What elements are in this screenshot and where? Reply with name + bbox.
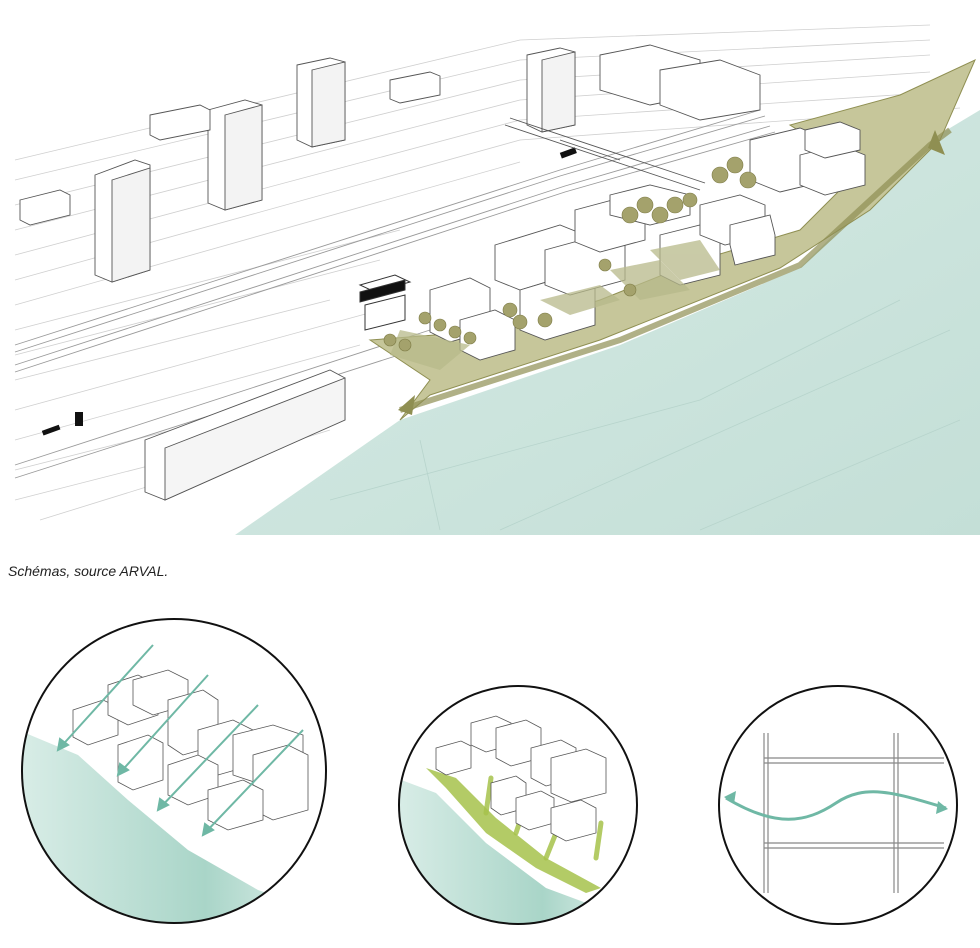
path-arrow-icon	[398, 395, 415, 415]
river-lines	[329, 299, 961, 531]
trees	[383, 156, 757, 352]
platform-marker	[559, 147, 577, 159]
railway	[14, 109, 776, 479]
tree-icon	[463, 331, 477, 345]
tree-icon	[598, 258, 612, 272]
tree-icon	[398, 338, 412, 352]
site-axonometric	[14, 24, 980, 535]
figure-caption: Schémas, source ARVAL.	[8, 563, 169, 579]
arrowhead-icon	[724, 791, 736, 804]
rail-building	[144, 369, 346, 501]
tree-icon	[621, 206, 639, 224]
tree-icon	[739, 171, 757, 189]
tree-icon	[502, 302, 518, 318]
wind-arrows	[56, 644, 304, 837]
tree-icon	[623, 283, 637, 297]
green-corridor	[426, 768, 601, 893]
tree-icon	[537, 312, 553, 328]
tree-icon	[448, 325, 462, 339]
platform-marker	[75, 412, 83, 426]
wind-arrow-icon	[202, 729, 304, 836]
tree-icon	[666, 196, 684, 214]
schema-green-corridors	[398, 685, 638, 925]
tree-icon	[418, 311, 432, 325]
river	[22, 730, 326, 923]
buildings	[435, 715, 607, 842]
arrowhead-icon	[936, 801, 948, 814]
wind-arrow-icon	[117, 674, 209, 776]
tree-icon	[433, 318, 447, 332]
path-arrow-icon	[928, 130, 945, 155]
wind-arrow-icon	[57, 644, 154, 751]
schema-wind	[21, 618, 327, 924]
tree-icon	[711, 166, 729, 184]
schema-linkage	[718, 685, 958, 925]
background-buildings	[19, 44, 761, 283]
river	[235, 110, 980, 535]
footbridge	[504, 117, 706, 191]
double-arrow-icon	[725, 790, 947, 821]
wind-arrow-icon	[157, 704, 259, 811]
tree-icon	[512, 314, 528, 330]
platform-marker	[41, 424, 61, 436]
tree-icon	[651, 206, 669, 224]
tree-icon	[726, 156, 744, 174]
station-pavilion	[358, 274, 412, 331]
frame-lines	[763, 733, 944, 893]
tree-icon	[636, 196, 654, 214]
tree-icon	[682, 192, 698, 208]
tree-icon	[383, 333, 397, 347]
river	[399, 778, 637, 924]
